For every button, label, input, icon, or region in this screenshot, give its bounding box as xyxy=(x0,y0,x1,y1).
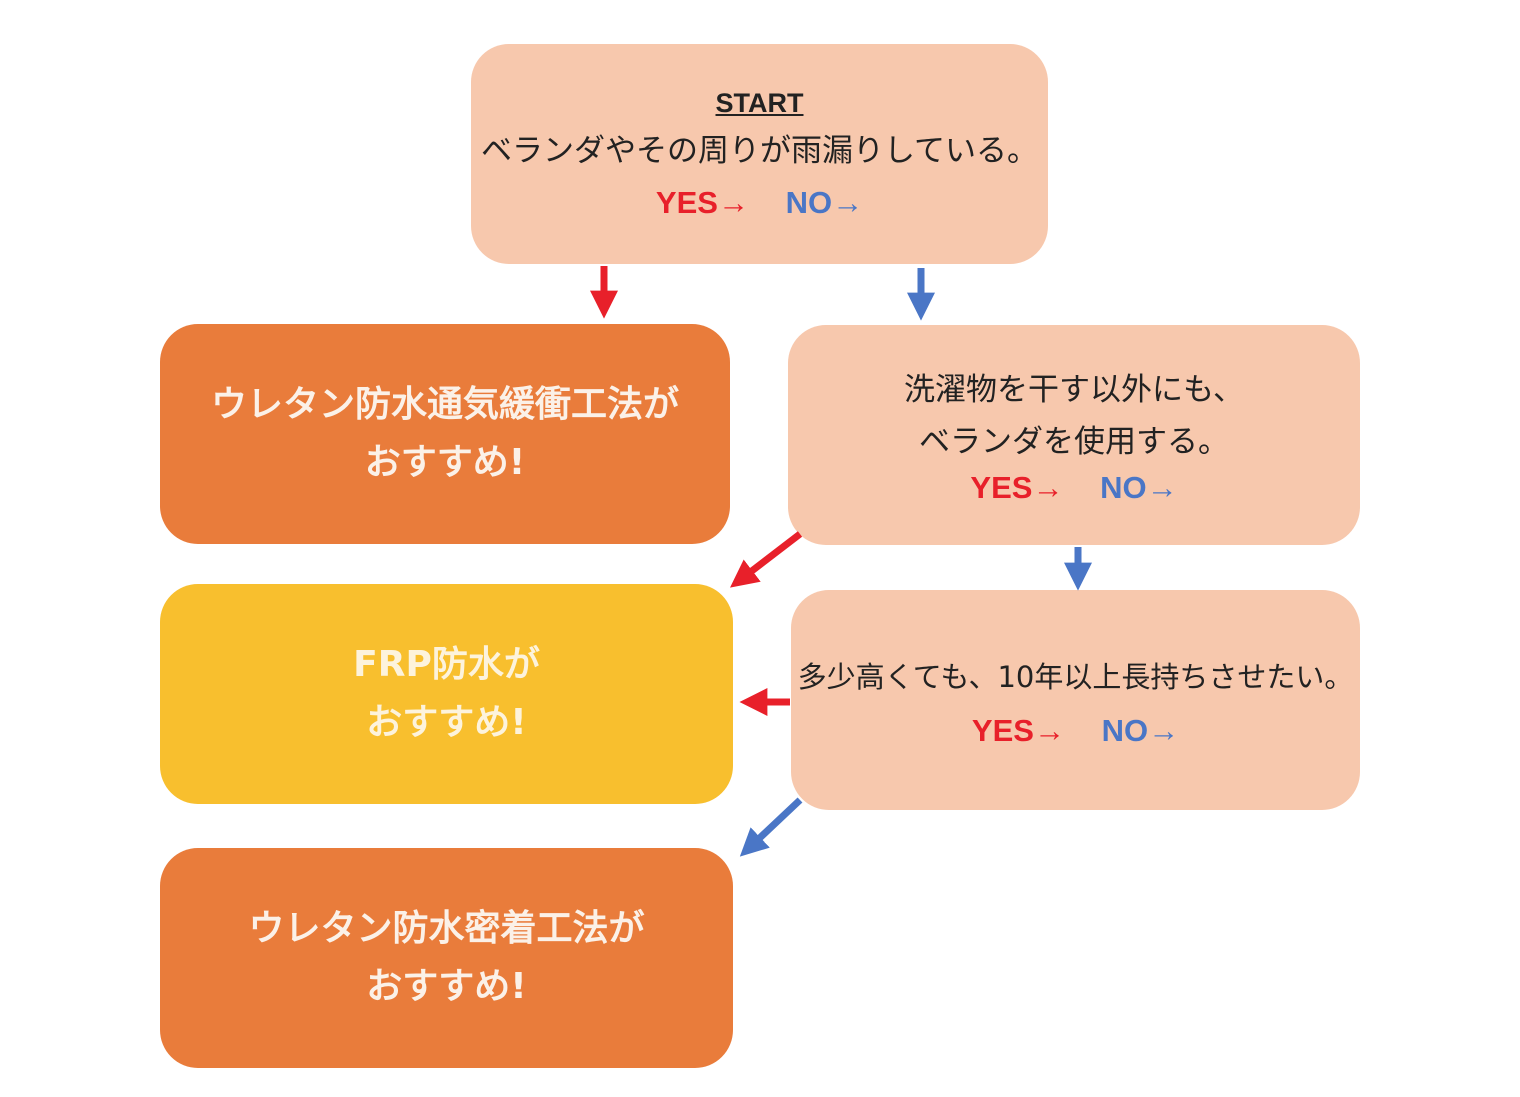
question-text-line2: ベランダを使用する。 xyxy=(919,424,1229,460)
yes-label: YES→ xyxy=(971,713,1065,748)
yes-label: YES→ xyxy=(970,470,1064,505)
yes-label: YES→ xyxy=(655,184,749,220)
no-label: NO→ xyxy=(1100,470,1178,505)
question-box-longevity: 多少高くても、10年以上長持ちさせたい。 YES→ NO→ xyxy=(791,590,1360,810)
result-text-line2: おすすめ! xyxy=(366,966,527,1007)
yes-arrow-question2-to-frp xyxy=(730,531,803,588)
result-text-line2: おすすめ! xyxy=(364,442,526,483)
start-label: START xyxy=(715,87,804,118)
result-box-urethane-adhesive: ウレタン防水密着工法が おすすめ! xyxy=(160,848,733,1068)
result-text-line2: おすすめ! xyxy=(366,702,527,743)
no-label: NO→ xyxy=(1101,713,1180,748)
result-text-line1: ウレタン防水密着工法が xyxy=(248,908,645,949)
no-label: NO→ xyxy=(785,184,864,220)
start-question-text: ベランダやその周りが雨漏りしている。 xyxy=(480,132,1039,169)
yes-no-row: YES→ NO→ xyxy=(972,713,1179,749)
result-box-urethane-vent: ウレタン防水通気緩衝工法が おすすめ! xyxy=(160,324,730,544)
yes-no-row: YES→ NO→ xyxy=(656,185,863,221)
result-box-frp: FRP防水が おすすめ! xyxy=(160,584,733,804)
start-question-box: START ベランダやその周りが雨漏りしている。 YES→ NO→ xyxy=(471,44,1048,264)
question-text: 多少高くても、10年以上長持ちさせたい。 xyxy=(797,660,1354,694)
question-box-balcony-use: 洗濯物を干す以外にも、 ベランダを使用する。 YES→ NO→ xyxy=(788,325,1360,545)
question-text-line1: 洗濯物を干す以外にも、 xyxy=(903,372,1245,408)
result-text-line1: FRP防水が xyxy=(353,644,540,685)
yes-no-row: YES→ NO→ xyxy=(970,470,1177,506)
result-text-line1: ウレタン防水通気緩衝工法が xyxy=(210,384,679,425)
no-arrow-question3-to-result3 xyxy=(739,797,803,857)
